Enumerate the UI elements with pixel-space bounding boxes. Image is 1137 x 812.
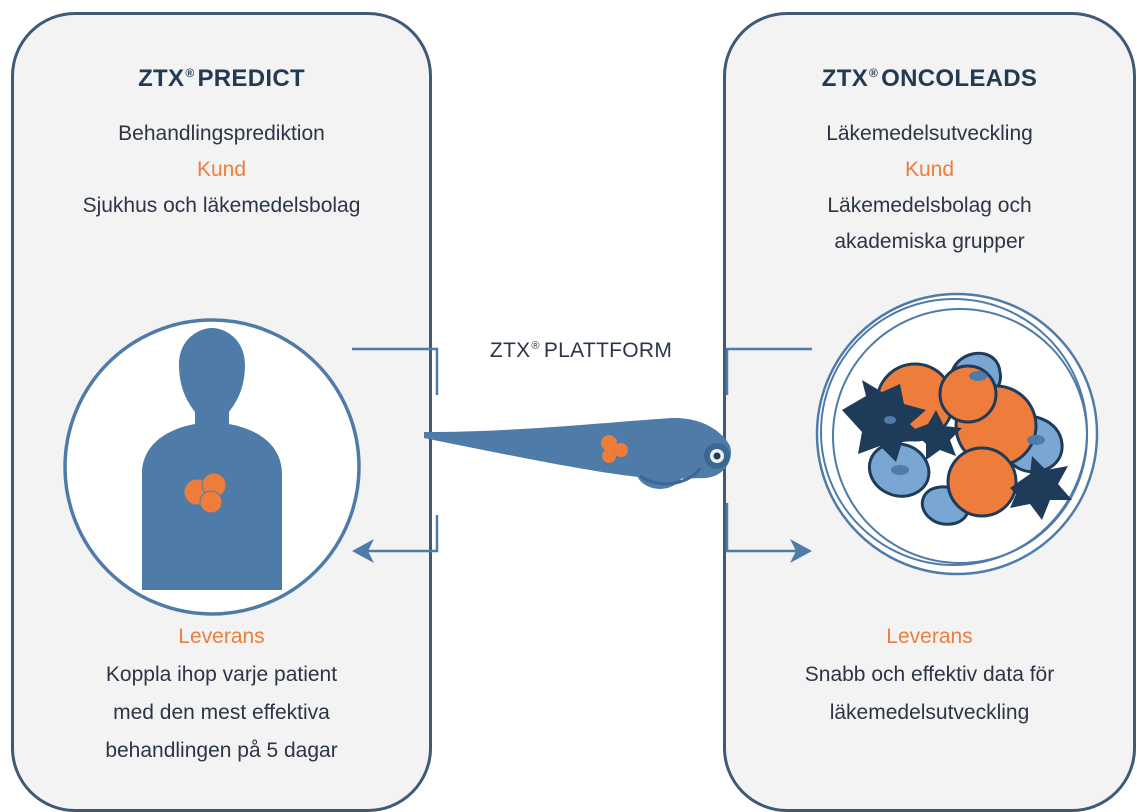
patient-silhouette-icon [142, 328, 282, 590]
predict-customer-label: Kund [196, 158, 247, 181]
oncoleads-customer-label: Kund [904, 158, 955, 181]
connector-lines [352, 347, 812, 553]
predict-delivery-line-1: Koppla ihop varje patient [105, 663, 338, 686]
platform-label: ZTX®PLATTFORM [489, 339, 673, 362]
zebrafish-icon [424, 417, 731, 489]
oncoleads-customer-line-1: Läkemedelsbolag och [827, 194, 1032, 217]
arrow-right-icon [790, 539, 812, 563]
left-bottom-connector [358, 515, 439, 553]
tumor-cells-icon [815, 292, 1099, 576]
oncoleads-title: ZTX®ONCOLEADS [821, 65, 1038, 92]
left-top-connector [352, 347, 439, 395]
oncoleads-delivery-line-1: Snabb och effektiv data för [804, 663, 1055, 686]
right-top-connector [725, 347, 812, 395]
arrow-left-icon [352, 539, 374, 563]
oncoleads-customer-line-2: akademiska grupper [834, 230, 1025, 253]
predict-delivery-line-3: behandlingen på 5 dagar [105, 739, 338, 762]
oncoleads-subtitle: Läkemedelsutveckling [826, 122, 1033, 145]
predict-delivery-label: Leverans [178, 625, 265, 648]
oncoleads-delivery-line-2: läkemedelsutveckling [829, 701, 1030, 724]
predict-delivery-line-2: med den mest effektiva [113, 701, 330, 724]
predict-subtitle: Behandlingsprediktion [118, 122, 325, 145]
predict-customer: Sjukhus och läkemedelsbolag [82, 194, 361, 217]
oncoleads-delivery-label: Leverans [886, 625, 973, 648]
right-bottom-connector [725, 503, 800, 553]
predict-title: ZTX®PREDICT [138, 65, 305, 92]
